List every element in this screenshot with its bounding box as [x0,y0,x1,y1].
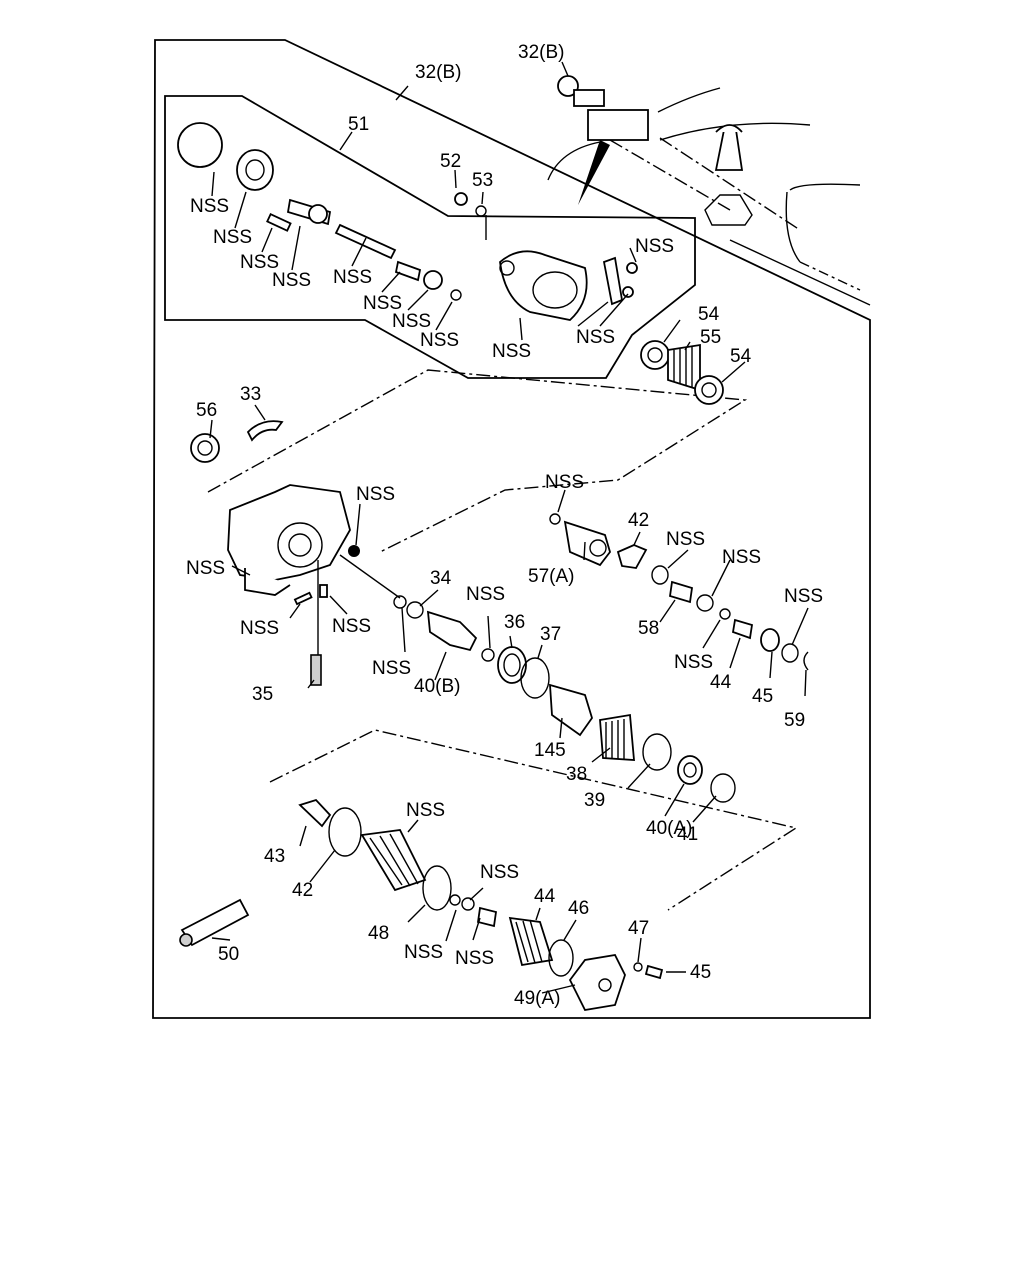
callout-47: 46 [568,898,589,919]
callout-164: 50 [218,944,239,965]
callout-nss: NSS [420,330,459,351]
callout-46: 44 [534,886,556,907]
callout-50: 49(A) [514,988,560,1009]
callout-41: 40(A) [646,818,692,839]
callout-labels: 32(B) 32(B) 51 52 53 NSS NSS NSS NSS NSS… [186,42,823,1009]
callout-nss: 42 [292,880,313,901]
callout-52: 52 [440,151,461,172]
callout-nss: NSS [186,558,225,579]
callout-57a: 57(A) [528,566,574,587]
callout-nss: NSS [190,196,229,217]
callout-nss: NSS [333,267,372,288]
callout-nss: NSS [635,236,674,257]
callout-145: 35 [252,684,273,705]
callout-36: 36 [504,612,525,633]
outer-frame [152,39,871,1019]
callout-nss: NSS [332,616,371,637]
callout-nss: 48 [368,923,389,944]
callout-nss: NSS [213,227,252,248]
callout-40b: 59 [784,710,805,731]
callout-54: 54 [730,346,752,367]
callout-45: 44 [710,672,732,693]
callout-44: NSS [674,652,713,673]
callout-53: 53 [472,170,493,191]
callout-55: 55 [700,327,721,348]
callout-nss: NSS [356,484,395,505]
leader-lines [209,61,809,994]
callout-34: 34 [430,568,452,589]
callout-42: 42 [628,510,649,531]
callout-45: NSS [455,948,494,969]
callout-54: 54 [698,304,720,325]
callout-nss: NSS [363,293,402,314]
callout-49a: 45 [690,962,711,983]
middle-shaft-train [339,554,736,803]
main-housing [190,420,360,686]
callout-nss: NSS [392,311,431,332]
callout-39: 38 [566,764,587,785]
right-shaft-train [549,513,809,671]
callout-nss: NSS [240,618,279,639]
callout-33: 33 [240,384,261,405]
callout-43: NSS [406,800,445,821]
callout-51: 51 [348,114,369,135]
spring-washer-group [640,340,724,405]
callout-56: 56 [196,400,217,421]
callout-59: 45 [752,686,773,707]
callout-nss: NSS [272,270,311,291]
callout-58: 58 [638,618,659,639]
callout-nss: NSS [545,472,584,493]
callout-nss: NSS [666,529,705,550]
callout-nss: NSS [240,252,279,273]
callout-nss: NSS [404,942,443,963]
callout-nss: NSS [466,584,505,605]
callout-37: 37 [540,624,561,645]
callout-42: 43 [264,846,285,867]
callout-32b-top: 32(B) [518,42,564,63]
lower-dash-frame [269,729,798,911]
callout-nss: NSS [372,658,411,679]
callout-48: 47 [628,918,649,939]
lower-train [179,798,664,1011]
middle-dash-frame [207,369,748,553]
callout-40a: 39 [584,790,605,811]
callout-nss: NSS [492,341,531,362]
subassembly-51-boundary [164,95,696,379]
callout-44: NSS [480,862,519,883]
callout-nss: NSS [576,327,615,348]
callout-35: 40(B) [414,676,460,697]
callout-32b-frame: 32(B) [415,62,461,83]
vehicle-inset [547,75,871,306]
callout-nss: 41 [677,824,698,845]
callout-38: 145 [534,740,566,761]
callout-nss: NSS [784,586,823,607]
subassembly-51-parts [177,122,638,321]
callout-nss: NSS [722,547,761,568]
